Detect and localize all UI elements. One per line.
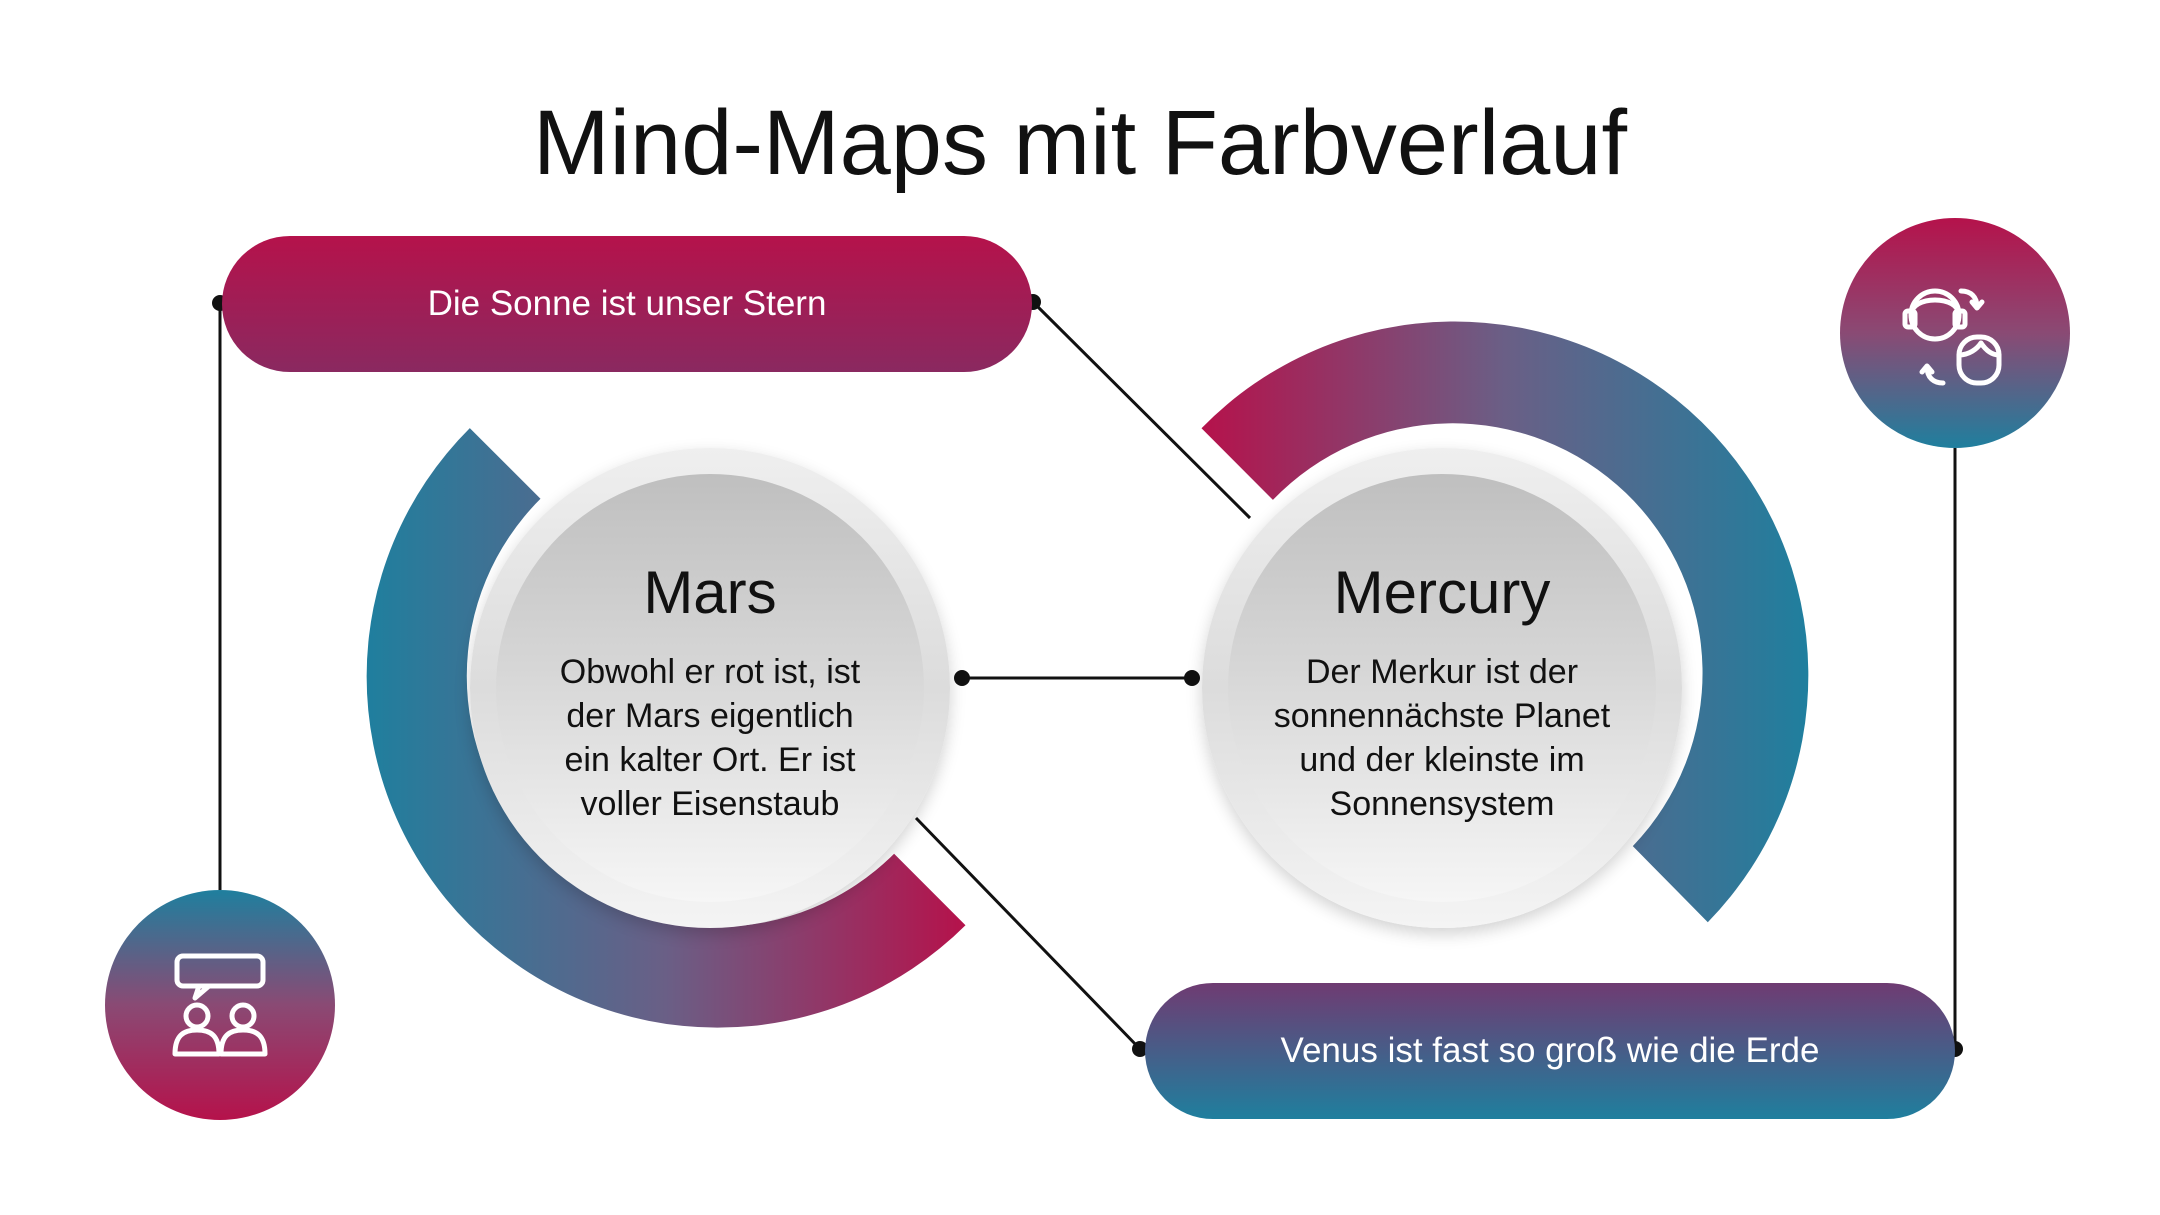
people-chat-icon (172, 953, 268, 1057)
pill-venus: Venus ist fast so groß wie die Erde (1145, 983, 1955, 1119)
pill-venus-label: Venus ist fast so groß wie die Erde (1280, 1031, 1820, 1070)
connector-mars-to-venus (914, 816, 1142, 1051)
pill-sun: Die Sonne ist unser Stern (222, 236, 1032, 372)
node-mars-title: Mars (643, 559, 777, 626)
node-mars-description: Obwohl er rot ist, ist der Mars eigentli… (559, 653, 861, 823)
node-mars: Mars Obwohl er rot ist, ist der Mars eig… (470, 448, 950, 928)
user-exchange-icon-circle (1840, 218, 2070, 448)
node-mars-inner: Mars Obwohl er rot ist, ist der Mars eig… (496, 474, 924, 902)
connector-top-to-mercury (1031, 300, 1252, 520)
connector-dot (954, 670, 970, 686)
node-mercury: Mercury Der Merkur ist der sonnennächste… (1202, 448, 1682, 928)
node-mercury-inner: Mercury Der Merkur ist der sonnennächste… (1228, 474, 1656, 902)
node-mercury-title: Mercury (1333, 559, 1551, 626)
connector-dot (1132, 1041, 1148, 1057)
connector-dot (1184, 670, 1200, 686)
page-title: Mind-Maps mit Farbverlauf (532, 92, 1628, 194)
people-chat-icon-circle (105, 890, 335, 1120)
pill-sun-label: Die Sonne ist unser Stern (427, 284, 827, 323)
mars-ring-arc (366, 428, 966, 1028)
user-exchange-icon (1902, 288, 2002, 386)
mercury-ring-arc (1201, 321, 1809, 923)
node-mercury-description: Der Merkur ist der sonnennächste Planet … (1273, 653, 1611, 823)
